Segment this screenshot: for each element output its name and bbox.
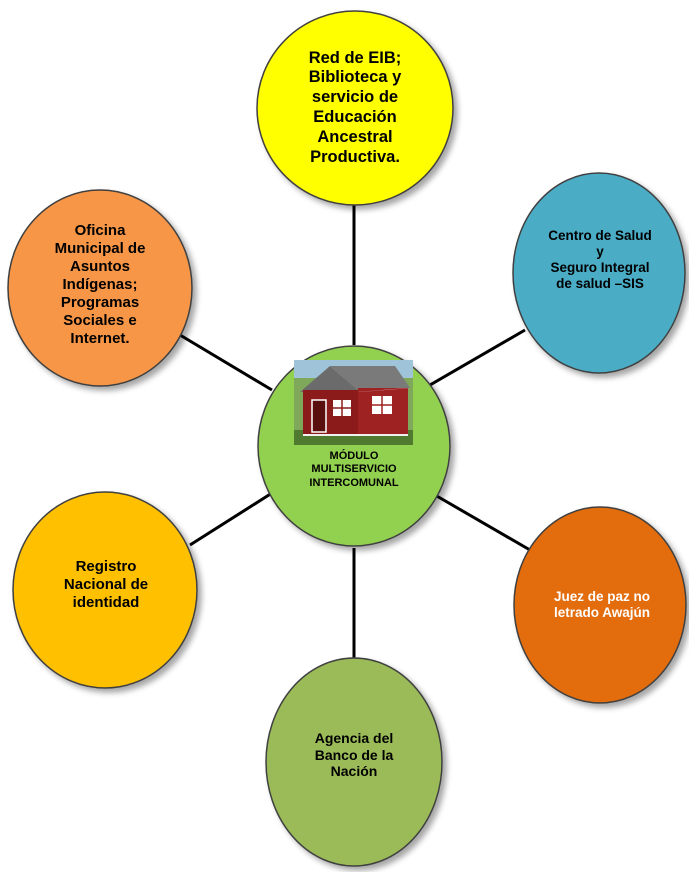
node-lower-left-label: Registro Nacional de identidad (28, 545, 184, 625)
node-bottom-label: Agencia del Banco de la Nación (276, 705, 432, 805)
node-top-text: Red de EIB; Biblioteca y servicio de Edu… (308, 48, 402, 166)
connector-upper-left (179, 333, 273, 392)
node-lower-right-text: Juez de paz no letrado Awajún (553, 588, 651, 620)
node-upper-left-text: Oficina Municipal de Asuntos Indígenas; … (54, 222, 146, 347)
node-upper-right-text: Centro de Salud y Seguro Integral de sal… (548, 227, 652, 292)
node-upper-left-label: Oficina Municipal de Asuntos Indígenas; … (22, 195, 178, 375)
connector-lower-left (189, 491, 273, 547)
node-upper-right-label: Centro de Salud y Seguro Integral de sal… (520, 205, 680, 315)
cabin-image (294, 360, 413, 445)
connector-lower-right (434, 493, 531, 552)
node-lower-left-circle (12, 491, 198, 689)
connector-lines (179, 200, 531, 665)
node-bottom-text: Agencia del Banco de la Nación (314, 729, 394, 780)
node-top-circle (256, 10, 454, 206)
center-hub-label: MÓDULO MULTISERVICIO INTERCOMUNAL (284, 445, 424, 495)
node-lower-left-text: Registro Nacional de identidad (63, 558, 149, 611)
node-upper-left-circle (7, 189, 193, 387)
connector-upper-right (429, 328, 526, 387)
node-top-label: Red de EIB; Biblioteca y servicio de Edu… (275, 18, 435, 198)
node-lower-right-label: Juez de paz no letrado Awajún (522, 575, 682, 635)
center-hub-text: MÓDULO MULTISERVICIO INTERCOMUNAL (309, 450, 399, 489)
node-bottom-circle (265, 657, 443, 867)
node-upper-right-circle (512, 172, 686, 374)
node-lower-right-circle (513, 506, 687, 704)
